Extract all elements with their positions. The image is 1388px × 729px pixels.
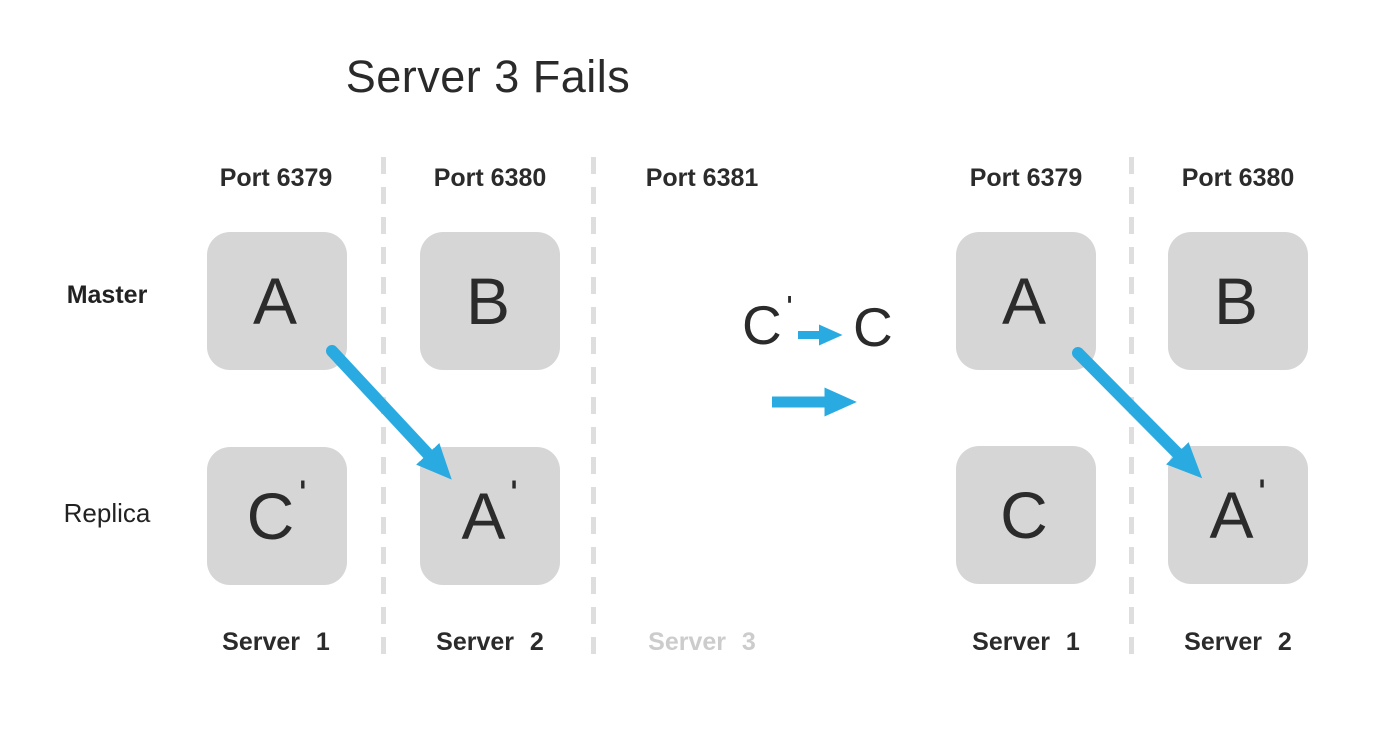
node-left-replica-a-prime: A' bbox=[420, 447, 560, 585]
server-label-right-2: Server 2 bbox=[1184, 628, 1292, 656]
node-letter: B bbox=[465, 264, 511, 338]
failover-arrow-left bbox=[326, 345, 452, 480]
node-left-master-b: B bbox=[420, 232, 560, 370]
node-right-master-b: B bbox=[1168, 232, 1308, 370]
server-divider-left-1 bbox=[381, 157, 386, 659]
node-letter: A bbox=[1001, 264, 1047, 338]
prime-mark: ' bbox=[785, 290, 794, 320]
promotion-to-letter: C bbox=[853, 296, 893, 358]
row-label-replica: Replica bbox=[63, 498, 151, 528]
prime-mark: ' bbox=[509, 474, 519, 510]
port-label-left-6380: Port 6380 bbox=[433, 164, 547, 192]
node-left-master-a: A bbox=[207, 232, 347, 370]
port-label-right-6379: Port 6379 bbox=[969, 164, 1083, 192]
node-right-master-a: A bbox=[956, 232, 1096, 370]
node-letter: C bbox=[1000, 478, 1048, 552]
node-letter: A' bbox=[461, 474, 519, 553]
port-label-left-6381: Port 6381 bbox=[645, 164, 759, 192]
diagram-title: Server 3 Fails bbox=[345, 51, 631, 102]
promotion-from-letter: C' bbox=[742, 290, 794, 356]
node-right-replica-a-prime: A' bbox=[1168, 446, 1308, 584]
node-letter: C' bbox=[246, 474, 308, 553]
prime-mark: ' bbox=[298, 474, 308, 510]
node-left-replica-c-prime: C' bbox=[207, 447, 347, 585]
port-label-right-6380: Port 6380 bbox=[1181, 164, 1295, 192]
server-label-right-1: Server 1 bbox=[972, 628, 1080, 656]
server-label-left-1: Server 1 bbox=[222, 628, 330, 656]
node-right-replica-c: C bbox=[956, 446, 1096, 584]
node-letter: A' bbox=[1209, 473, 1267, 552]
server-label-left-2: Server 2 bbox=[436, 628, 544, 656]
server-divider-left-2 bbox=[591, 157, 596, 659]
row-label-master: Master bbox=[66, 281, 148, 309]
port-label-left-6379: Port 6379 bbox=[219, 164, 333, 192]
failover-arrow-right bbox=[1072, 347, 1203, 479]
node-letter: B bbox=[1213, 264, 1259, 338]
server-label-left-3-failed: Server 3 bbox=[648, 628, 756, 656]
server-divider-right bbox=[1129, 157, 1134, 659]
prime-mark: ' bbox=[1257, 473, 1267, 509]
node-letter: A bbox=[252, 264, 298, 338]
